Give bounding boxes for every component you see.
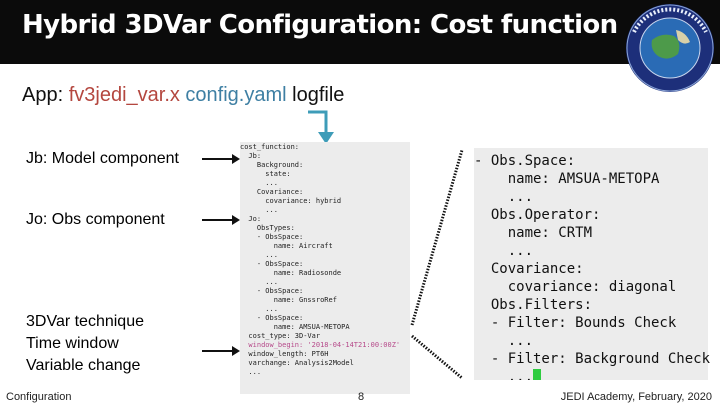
zoom-line-last: ... [474,368,542,380]
yaml-config-panel: cost_function: Jb: Background: state: ..… [240,142,410,394]
zoom-line: covariance: diagonal [474,279,677,295]
label-variable-change: Variable change [26,357,141,374]
zoom-line: ... [474,333,534,349]
code-line: state: [240,170,291,178]
zoom-line: Covariance: [474,261,584,277]
code-line: ... [240,206,278,214]
jo-arrow-icon [202,215,240,225]
code-line: Jb: [240,152,262,160]
code-line: cost_type: 3D-Var [240,332,321,340]
app-prefix: App: [22,84,69,106]
zoom-line: ... [474,189,534,205]
jb-arrow-icon [202,154,240,164]
slide-title: Hybrid 3DVar Configuration: Cost functio… [22,10,618,40]
code-line: - ObsSpace: [240,314,304,322]
label-jo: Jo: Obs component [26,211,165,228]
code-line: name: GnssroRef [240,296,337,304]
app-subtitle: App: fv3jedi_var.x config.yaml logfile [22,84,344,107]
footer-page-number: 8 [358,391,365,403]
code-line: ... [240,368,262,376]
zoom-line: name: CRTM [474,225,593,241]
footer-event: JEDI Academy, February, 2020 [560,391,712,403]
app-config: config.yaml [179,84,287,106]
zoom-line: - Filter: Bounds Check [474,315,677,331]
code-line: - ObsSpace: [240,233,304,241]
code-line: name: AMSUA-METOPA [240,323,350,331]
label-jb: Jb: Model component [26,150,179,167]
code-line: ... [240,179,278,187]
code-line: Covariance: [240,188,304,196]
zoomed-obs-config-panel: - Obs.Space: name: AMSUA-METOPA ... Obs.… [474,148,711,380]
code-line: ... [240,305,278,313]
code-line: ... [240,251,278,259]
code-line: cost_function: [240,143,300,151]
code-line: name: Radiosonde [240,269,342,277]
zoom-line: - Obs.Space: [474,153,576,169]
zoom-line: name: AMSUA-METOPA [474,171,660,187]
technique-arrow-icon [202,346,240,356]
code-line: window_length: PT6H [240,350,329,358]
label-technique: 3DVar technique [26,313,144,330]
title-bar: Hybrid 3DVar Configuration: Cost functio… [0,0,720,64]
zoom-line: - Filter: Background Check [474,351,711,367]
code-line: ObsTypes: [240,224,295,232]
code-line: varchange: Analysis2Model [240,359,354,367]
footer-section: Configuration [6,391,72,403]
code-line: - ObsSpace: [240,260,304,268]
down-arrow-icon [308,110,334,144]
jcsda-logo [626,4,714,92]
app-command: fv3jedi_var.x [68,84,180,106]
code-line: covariance: hybrid [240,197,342,205]
code-line: Jo: [240,215,262,223]
code-line: name: Aircraft [240,242,333,250]
zoom-line: ... [474,369,534,380]
code-line: - ObsSpace: [240,287,304,295]
code-line: window_begin: '2018-04-14T21:00:00Z' [240,341,401,349]
label-time-window: Time window [26,335,119,352]
zoom-line: ... [474,243,534,259]
app-suffix: logfile [286,84,345,106]
zoom-line: Obs.Operator: [474,207,601,223]
code-line: ... [240,278,278,286]
code-line: Background: [240,161,304,169]
zoom-line: Obs.Filters: [474,297,593,313]
text-cursor-icon [533,369,542,380]
